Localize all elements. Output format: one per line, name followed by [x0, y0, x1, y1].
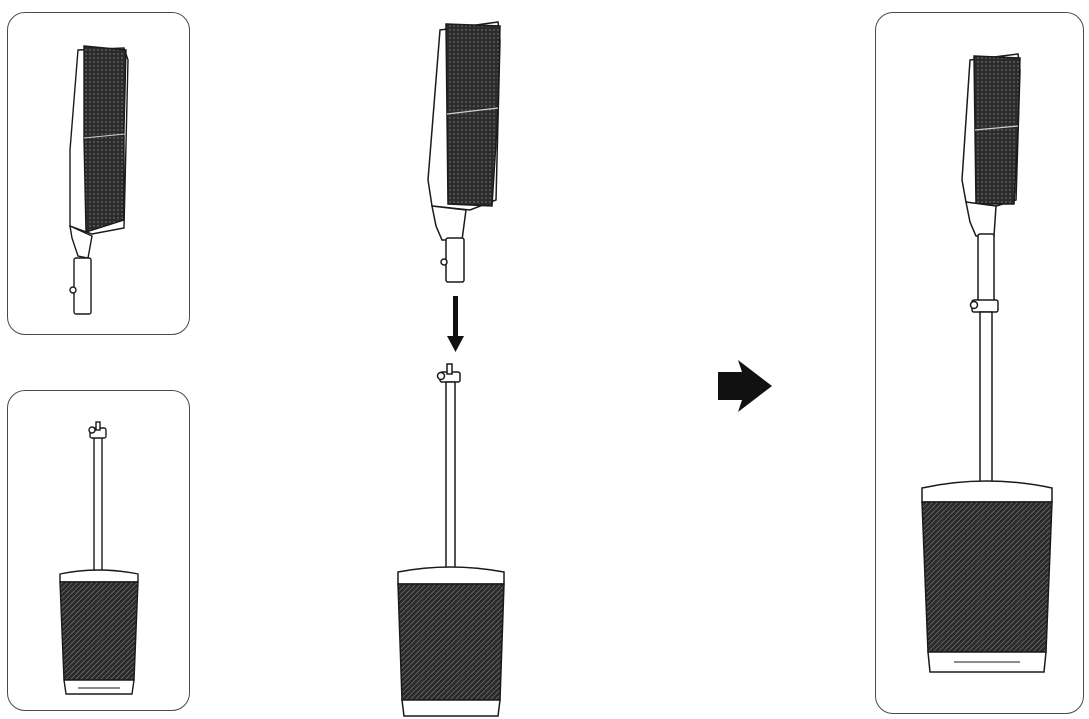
assembled-system [922, 54, 1052, 672]
subwoofer-with-pole-small [60, 422, 138, 694]
right-arrow-icon [718, 360, 772, 412]
subwoofer-with-pole-middle [398, 364, 504, 716]
column-array-small [70, 46, 128, 314]
column-array-insert [428, 22, 500, 282]
down-arrow-icon [447, 296, 464, 352]
